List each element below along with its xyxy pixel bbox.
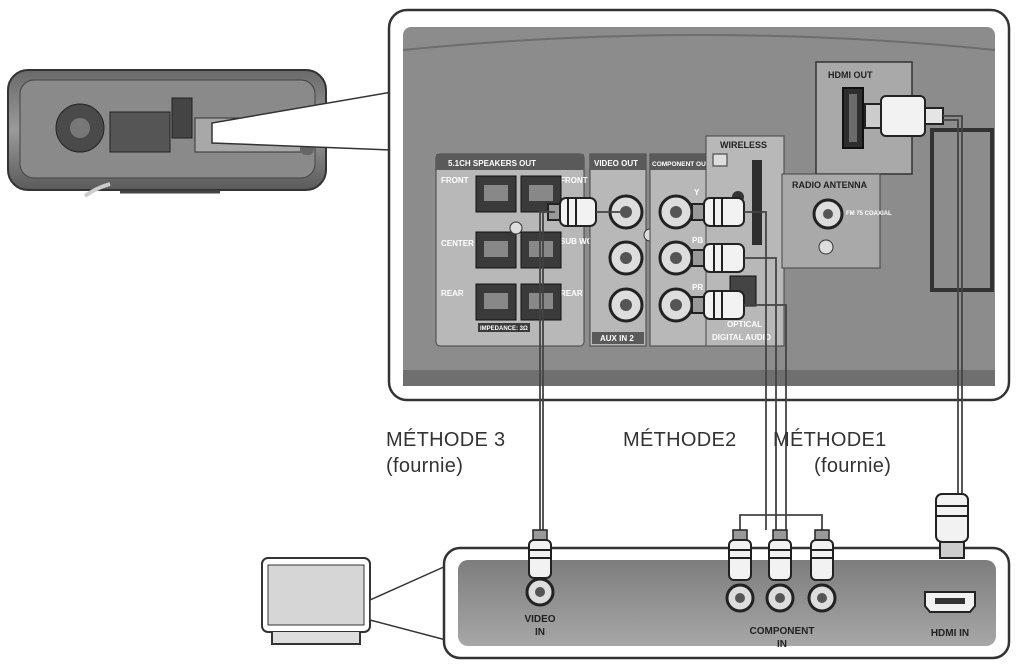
tv-video-label-1: VIDEO <box>524 614 555 625</box>
fm-coaxial-label: FM 75 COAXIAL <box>846 211 892 217</box>
radio-antenna-block: RADIO ANTENNA FM 75 COAXIAL <box>781 173 892 269</box>
tv-hdmi-in-port <box>924 591 976 613</box>
tv-rca-plug-pr <box>810 529 834 581</box>
optical-label: OPTICAL <box>727 320 762 329</box>
tv-component-label-1: COMPONENT <box>750 626 815 637</box>
comp-pb-label: PB <box>692 236 703 245</box>
speakers-out-label: 5.1CH SPEAKERS OUT <box>448 159 536 168</box>
video-out-label: VIDEO OUT <box>594 159 638 168</box>
speakers-out-block: 5.1CH SPEAKERS OUT FRONT FRONT CENTER SU… <box>435 153 615 347</box>
tv-component-jacks <box>725 583 837 613</box>
tv-rca-plug-video <box>528 529 552 579</box>
tv-rca-plug-y <box>728 529 752 581</box>
method1-sub: (fournie) <box>814 455 892 477</box>
front-r-label: FRONT <box>441 176 469 185</box>
method3-label: MÉTHODE 3 <box>386 429 506 451</box>
tv-hdmi-plug <box>935 493 969 559</box>
component-out-block: COMPONENT OUT Y PB PR <box>649 153 710 347</box>
impedance-label: IMPEDANCE: 3Ω <box>480 326 528 332</box>
digital-audio-label: DIGITAL AUDIO <box>712 333 771 342</box>
component-out-label: COMPONENT OUT <box>652 161 710 168</box>
rear-l-label: REAR <box>560 289 583 298</box>
tv-video-label-2: IN <box>535 627 545 638</box>
method3-sub: (fournie) <box>386 455 464 477</box>
tv-rca-plug-pb <box>768 529 792 581</box>
front-l-label: FRONT <box>560 176 588 185</box>
tv-video-in-jack <box>525 577 555 607</box>
rear-r-label: REAR <box>441 289 464 298</box>
tv-icon <box>261 557 371 645</box>
comp-y-label: Y <box>694 188 700 197</box>
tv-callout-lines <box>369 564 447 641</box>
tv-hdmi-in-label: HDMI IN <box>931 628 969 639</box>
method1-label: MÉTHODE1 <box>773 429 887 451</box>
wireless-label: WIRELESS <box>720 140 767 150</box>
subwoofer-label: SUB WOOFER <box>560 237 615 246</box>
comp-pr-label: PR <box>692 283 703 292</box>
hdmi-out-label: HDMI OUT <box>828 70 873 80</box>
cables <box>539 115 963 530</box>
method2-label: MÉTHODE2 <box>623 429 737 451</box>
video-out-block: VIDEO OUT AUX IN 2 <box>589 153 657 347</box>
rca-plug-video <box>547 197 597 227</box>
radio-antenna-label: RADIO ANTENNA <box>792 180 868 190</box>
aux-in-label: AUX IN 2 <box>600 334 634 343</box>
center-label: CENTER <box>441 239 474 248</box>
tv-component-label-2: IN <box>777 639 787 650</box>
component-bracket <box>739 514 823 540</box>
